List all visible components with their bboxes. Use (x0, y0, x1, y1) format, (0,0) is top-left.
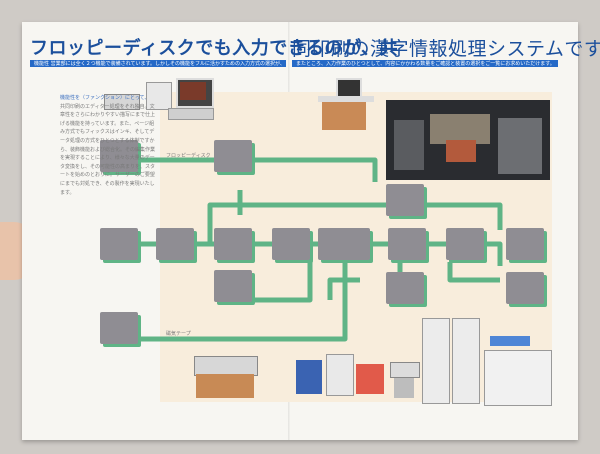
right-bar-text: またところ、入力作業のひとつとして、内容にかかわる数量をご確認と装置の選択をご一… (296, 61, 555, 67)
printer-console-photo (190, 352, 260, 404)
process-box (506, 272, 544, 304)
flow-line (447, 262, 500, 283)
process-box (318, 228, 370, 260)
process-box (388, 228, 426, 260)
left-bar-text: 機能性 営業部には全く２つ機能で装備されています。しかしその機能をフルに活かすた… (34, 61, 284, 67)
process-box (506, 228, 544, 260)
flow-line (240, 244, 313, 303)
typesetter-photo (390, 362, 420, 400)
flow-line (140, 157, 378, 182)
flow-line (207, 202, 503, 244)
process-box (100, 312, 138, 344)
process-box (386, 184, 424, 216)
terminal-desk-photo (312, 78, 382, 138)
mainframe-units-photo (296, 350, 386, 396)
process-box (100, 140, 138, 172)
floppy-label: フロッピーディスク (166, 153, 211, 159)
flow-line (140, 262, 348, 342)
process-box (386, 272, 424, 304)
body-heading: 機能性を（ファンクション）にとって、 (60, 95, 150, 101)
cabinet-racks-photo (422, 318, 480, 404)
tape-label: 磁気テープ (166, 331, 191, 337)
word-processor-photo (102, 78, 222, 122)
process-box (214, 270, 252, 302)
left-blue-bar (30, 60, 286, 67)
flow-line (327, 277, 360, 300)
computer-room-photo (386, 100, 550, 180)
right-page-title: 同印刷の漢字情報処理システムです。 (292, 38, 600, 60)
process-box (272, 228, 310, 260)
process-box (100, 228, 138, 260)
body-paragraph: 共同印刷のエディター処理をそれ独自。文章性をさらにわかりやすい描写にまで仕上げる… (60, 103, 156, 196)
process-box (446, 228, 484, 260)
left-body-text: 機能性を（ファンクション）にとって、 共同印刷のエディター処理をそれ独自。文章性… (60, 94, 156, 197)
process-box (214, 140, 252, 172)
process-box (156, 228, 194, 260)
right-blue-bar (292, 60, 558, 67)
flow-line (140, 241, 503, 266)
process-box (214, 228, 252, 260)
output-machine-photo (484, 336, 554, 406)
left-page-title: フロッピーディスクでも入力できるのが、共 (30, 38, 399, 59)
